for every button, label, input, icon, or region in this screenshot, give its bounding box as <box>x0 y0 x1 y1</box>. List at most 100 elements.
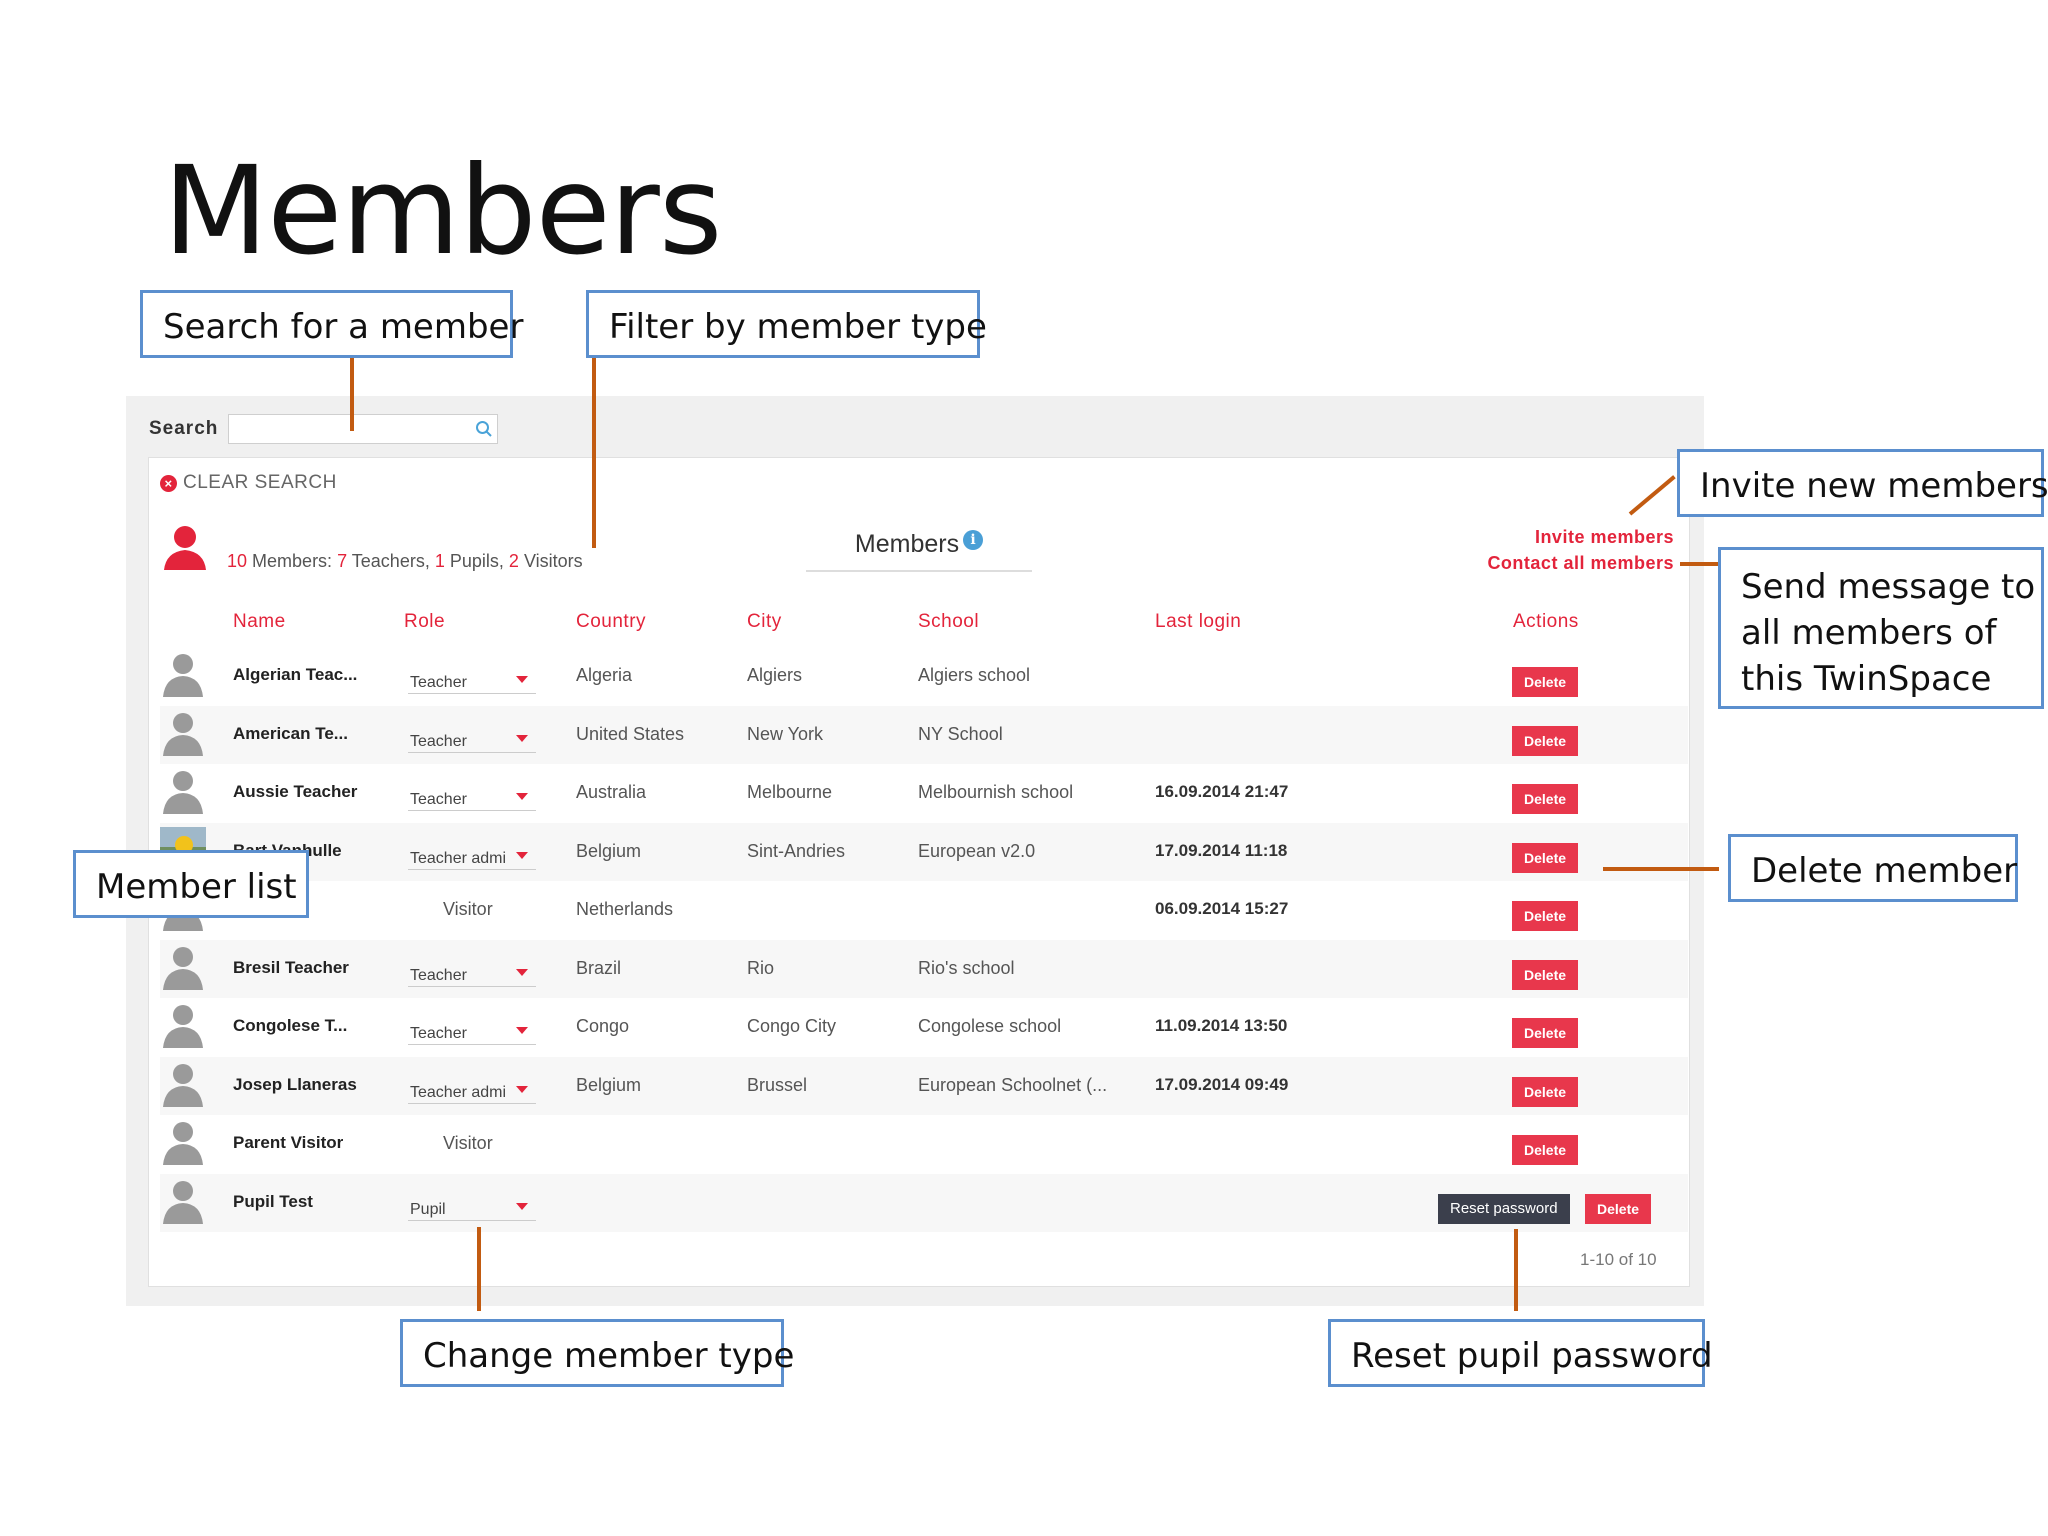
role-dropdown-value: Teacher <box>410 791 467 808</box>
chevron-down-icon <box>516 968 528 976</box>
contact-all-members-link[interactable]: Contact all members <box>1487 553 1674 573</box>
member-name[interactable]: American Te... <box>233 723 348 743</box>
column-header-role[interactable]: Role <box>404 611 446 632</box>
column-header-city[interactable]: City <box>747 611 782 632</box>
member-last-login: 17.09.2014 11:18 <box>1155 840 1288 860</box>
member-city: New York <box>747 723 824 744</box>
column-header-name[interactable]: Name <box>233 611 286 632</box>
teachers-filter[interactable]: Teachers, <box>351 551 430 571</box>
role-dropdown-value: Teacher admi <box>410 1083 507 1101</box>
avatar <box>163 1180 203 1224</box>
member-country: Australia <box>576 782 647 802</box>
chevron-down-icon <box>516 1202 528 1210</box>
role-dropdown[interactable]: Teacher <box>408 783 536 811</box>
slide-title: Members <box>163 140 722 282</box>
visitors-count[interactable]: 2 <box>508 551 519 571</box>
pagination-info: 1-10 of 10 <box>1580 1250 1657 1269</box>
members-label: Members: <box>252 551 333 571</box>
connector-filter <box>592 358 596 548</box>
invite-members-link[interactable]: Invite members <box>1534 527 1674 547</box>
info-icon[interactable]: i <box>963 530 984 550</box>
avatar <box>163 654 203 697</box>
role-dropdown[interactable]: Teacher admi <box>408 842 536 870</box>
clear-search-button[interactable]: × CLEAR SEARCH <box>160 472 337 494</box>
callout-search: Search for a member <box>140 290 523 358</box>
delete-button[interactable]: Delete <box>1512 842 1579 873</box>
delete-button[interactable]: Delete <box>1512 725 1579 756</box>
column-header-last-login[interactable]: Last login <box>1155 611 1242 632</box>
search-input[interactable] <box>228 414 498 444</box>
member-city: Rio <box>747 957 775 978</box>
member-name[interactable]: Algerian Teac... <box>233 665 358 684</box>
member-name[interactable]: Parent Visitor <box>233 1133 344 1152</box>
member-city: Brussel <box>747 1074 808 1095</box>
role-dropdown[interactable]: Teacher <box>408 666 536 694</box>
role-dropdown[interactable]: Teacher admi <box>408 1076 536 1104</box>
member-school: NY School <box>918 723 1003 744</box>
role-dropdown-value: Teacher <box>410 674 467 691</box>
total-count: 10 <box>227 551 248 571</box>
delete-button[interactable]: Delete <box>1512 1076 1579 1107</box>
role-dropdown[interactable]: Teacher <box>408 725 536 753</box>
clear-icon: × <box>160 474 177 492</box>
chevron-down-icon <box>516 734 528 742</box>
role-dropdown[interactable]: Pupil <box>408 1193 536 1221</box>
delete-button[interactable]: Delete <box>1585 1193 1652 1224</box>
member-country: Netherlands <box>576 899 674 919</box>
search-icon[interactable] <box>475 420 493 438</box>
callout-change-type: Change member type <box>400 1319 794 1387</box>
chevron-down-icon <box>516 676 528 683</box>
member-school: Rio's school <box>918 957 1015 978</box>
role-dropdown-value: Teacher <box>410 732 467 750</box>
member-school: European Schoolnet (... <box>918 1074 1108 1095</box>
teachers-count[interactable]: 7 <box>337 551 348 571</box>
pupils-count[interactable]: 1 <box>434 551 445 571</box>
member-role: Visitor <box>443 1133 493 1153</box>
pupils-filter[interactable]: Pupils, <box>449 551 504 571</box>
members-user-icon <box>164 526 206 570</box>
member-school: Algiers school <box>918 665 1031 685</box>
delete-button[interactable]: Delete <box>1512 784 1579 814</box>
role-dropdown-value: Teacher <box>410 1025 467 1042</box>
member-country: Belgium <box>576 840 642 861</box>
member-name[interactable]: Congolese T... <box>233 1016 348 1035</box>
member-name[interactable]: Pupil Test <box>233 1191 313 1211</box>
callout-filter: Filter by member type <box>586 290 987 358</box>
member-last-login: 11.09.2014 13:50 <box>1155 1016 1288 1035</box>
delete-button[interactable]: Delete <box>1512 667 1579 697</box>
reset-password-button[interactable]: Reset password <box>1438 1193 1570 1224</box>
member-name[interactable]: Bresil Teacher <box>233 957 349 977</box>
search-label: Search <box>149 418 219 439</box>
chevron-down-icon <box>516 851 528 859</box>
member-school: Congolese school <box>918 1016 1062 1036</box>
delete-button[interactable]: Delete <box>1512 959 1579 990</box>
member-name[interactable]: Josep Llaneras <box>233 1074 357 1094</box>
column-header-school[interactable]: School <box>918 611 980 632</box>
role-dropdown-value: Teacher admi <box>410 849 507 867</box>
table-row: Bresil Teacher Teacher Brazil Rio Rio's scho… <box>160 939 1688 998</box>
column-header-actions: Actions <box>1513 611 1579 632</box>
avatar <box>163 1005 203 1048</box>
member-last-login: 16.09.2014 21:47 <box>1155 782 1289 801</box>
visitors-filter[interactable]: Visitors <box>523 551 583 571</box>
column-header-country[interactable]: Country <box>576 611 647 632</box>
avatar <box>163 712 203 756</box>
member-summary: 10 Members: 7 Teachers, 1 Pupils, 2 Visi… <box>227 551 583 572</box>
member-country: Brazil <box>576 957 622 978</box>
avatar <box>163 946 203 990</box>
tab-members-label: Members <box>854 530 960 558</box>
member-last-login: 17.09.2014 09:49 <box>1155 1074 1289 1094</box>
avatar <box>163 1122 203 1165</box>
delete-button[interactable]: Delete <box>1512 1135 1579 1165</box>
role-dropdown[interactable]: Teacher <box>408 1017 536 1045</box>
member-name[interactable]: Aussie Teacher <box>233 782 358 801</box>
role-dropdown[interactable]: Teacher <box>408 959 536 987</box>
delete-button[interactable]: Delete <box>1512 1018 1579 1048</box>
delete-button[interactable]: Delete <box>1512 901 1579 931</box>
connector-reset <box>1514 1229 1518 1311</box>
